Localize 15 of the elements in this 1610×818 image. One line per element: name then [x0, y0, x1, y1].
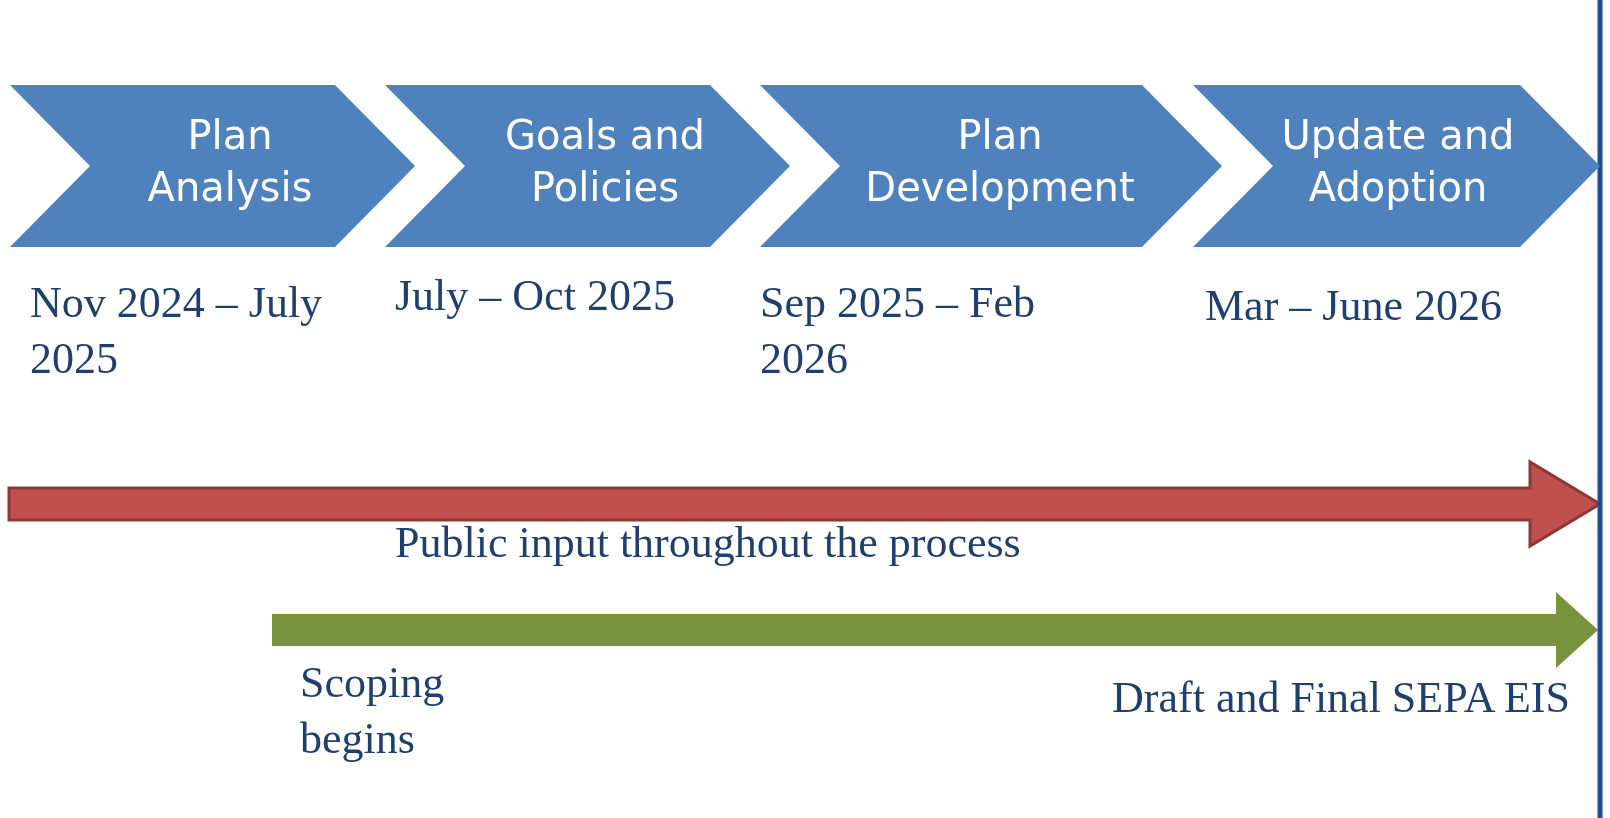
arrow-caption: Scoping begins	[300, 657, 446, 765]
chevron-step	[1193, 85, 1600, 247]
arrow-caption: Public input throughout the process	[395, 517, 1021, 569]
step-title: Plan Development	[864, 111, 1136, 212]
step-title: Plan Analysis	[146, 111, 314, 212]
chevron-step	[385, 85, 790, 247]
date-label: Mar – June 2026	[1205, 280, 1503, 332]
chevron-step	[760, 85, 1222, 247]
step-title: Update and Adoption	[1280, 111, 1516, 212]
date-label: July – Oct 2025	[395, 270, 676, 322]
date-label: Nov 2024 – July 2025	[30, 277, 324, 385]
step-title: Goals and Policies	[504, 111, 706, 212]
date-label: Sep 2025 – Feb 2026	[760, 277, 1036, 385]
chevron-step	[10, 85, 415, 247]
arrow-caption: Draft and Final SEPA EIS	[1112, 672, 1570, 724]
